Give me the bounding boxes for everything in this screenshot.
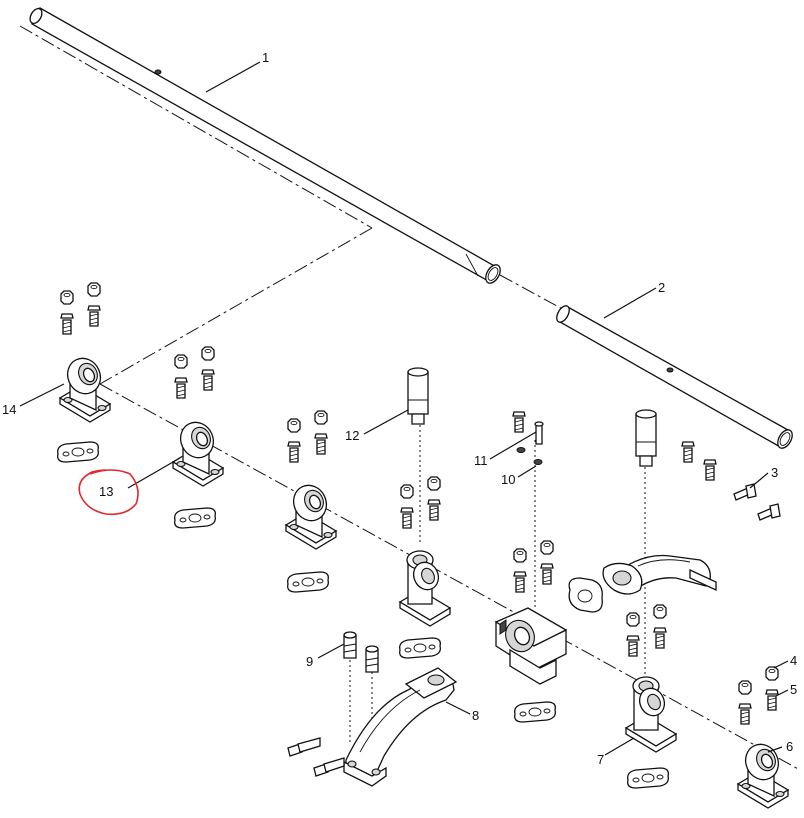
side-screws-bottom	[287, 737, 345, 777]
screw-washer-10-11	[512, 411, 544, 465]
callout-labels: 1 2 3 4 5 6 7 8 9 10 11 12 13 14	[2, 50, 797, 767]
callout-3: 3	[771, 465, 778, 480]
long-bolts-9	[343, 631, 379, 673]
central-housing	[494, 607, 568, 685]
callout-1: 1	[262, 50, 269, 65]
coupler-12	[407, 367, 429, 425]
callout-4: 4	[790, 653, 797, 668]
gasket-12	[399, 637, 441, 659]
callout-8: 8	[472, 708, 479, 723]
leader-lines	[19, 61, 789, 756]
fasteners-14	[61, 283, 100, 334]
gasket-upper-right	[568, 577, 603, 613]
vertical-bearing-12	[398, 550, 452, 627]
callout-6: 6	[786, 739, 793, 754]
callout-7: 7	[597, 752, 604, 767]
callout-12: 12	[345, 428, 359, 443]
callout-9: 9	[306, 654, 313, 669]
gasket-mid	[287, 571, 329, 593]
curved-arm-upper-right	[602, 554, 717, 595]
fasteners-13	[175, 347, 214, 398]
fasteners-6	[738, 666, 779, 725]
bearing-block-13	[172, 416, 224, 487]
curved-arm-8	[343, 667, 458, 787]
callout-2: 2	[658, 280, 665, 295]
callout-5: 5	[790, 682, 797, 697]
bearing-block-14	[59, 352, 111, 423]
gasket-8	[514, 701, 556, 723]
callout-14: 14	[2, 402, 16, 417]
screws-3	[733, 483, 781, 521]
gasket-14	[57, 441, 99, 463]
fasteners-8	[514, 541, 553, 592]
bolts-upper-right	[681, 441, 717, 481]
highlight-circle-13	[78, 469, 139, 516]
bearing-block-6	[737, 738, 789, 809]
shaft-short	[556, 305, 793, 449]
callout-10: 10	[501, 472, 515, 487]
callout-13: 13	[99, 484, 113, 499]
fasteners-7	[627, 605, 666, 656]
gasket-7	[627, 767, 669, 789]
gasket-13	[174, 507, 216, 529]
fasteners-mid	[288, 411, 327, 462]
vertical-bearing-7	[624, 676, 678, 753]
coupler-upper-right	[635, 409, 657, 467]
shaft-long	[29, 7, 501, 284]
callout-11: 11	[474, 453, 488, 468]
